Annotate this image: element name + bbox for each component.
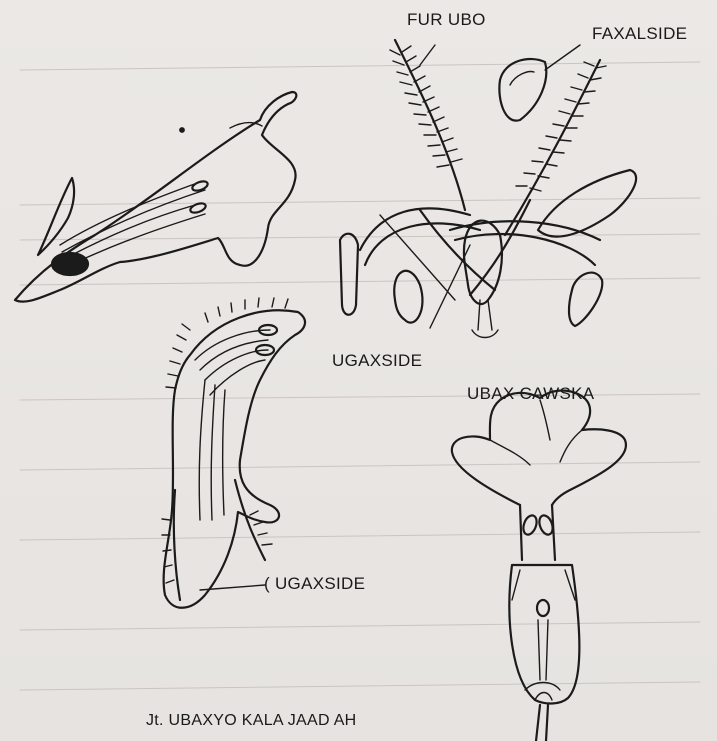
flower-corolla-tube <box>452 391 626 741</box>
flower-feathery-stigma <box>340 40 636 338</box>
label-filament-bottom: ( UGAXSIDE <box>264 574 365 594</box>
label-feathery-stigma: FUR UBO <box>407 10 486 30</box>
label-anther: FAXALSIDE <box>592 24 687 44</box>
figure-caption: Jt. UBAXYO KALA JAAD AH <box>146 712 357 730</box>
bleed-through-lines <box>20 62 700 690</box>
flower-section-left <box>15 92 296 302</box>
label-filament-top: UGAXSIDE <box>332 351 422 371</box>
flower-hairy-corolla <box>162 298 305 608</box>
label-corolla-tube: UBAX CAWSKA <box>467 384 594 404</box>
